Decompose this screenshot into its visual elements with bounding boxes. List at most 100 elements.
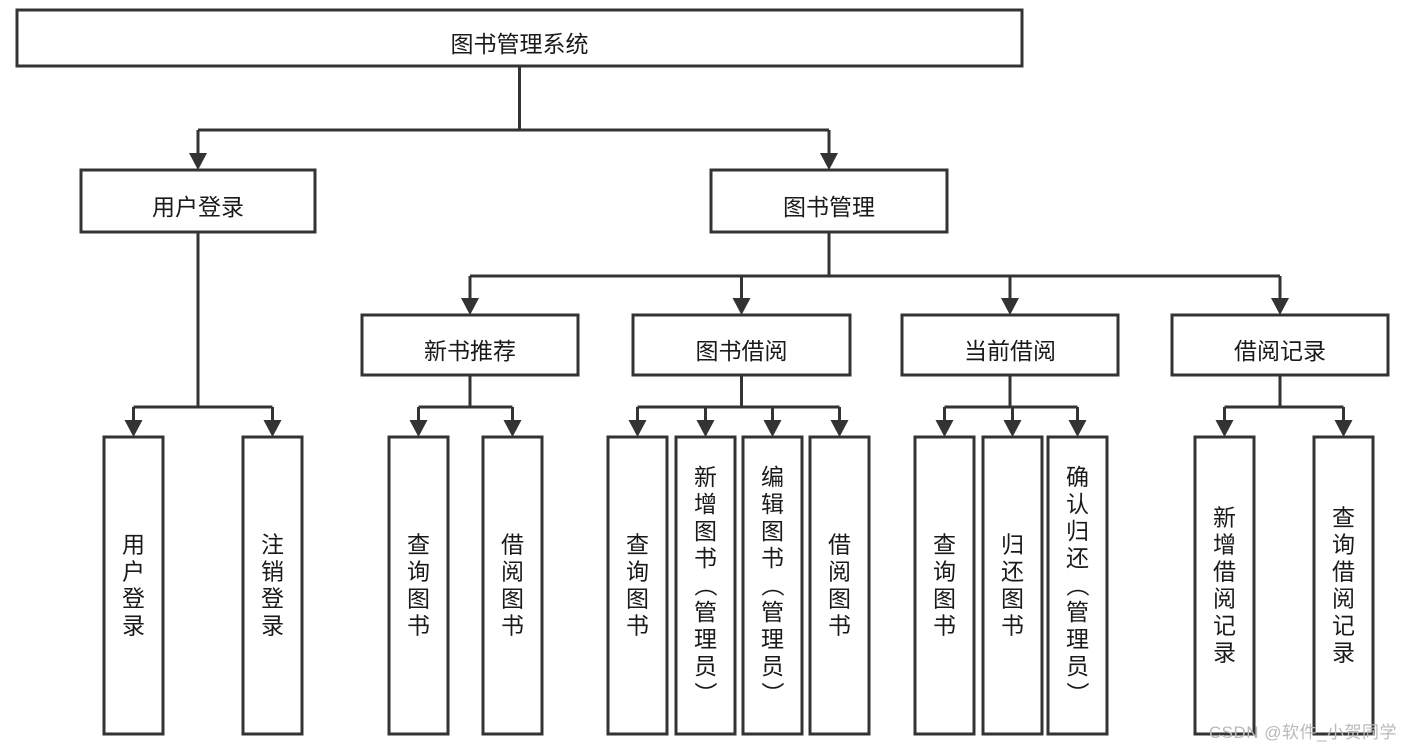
node-leaf-query-book-3-box[interactable] bbox=[913, 435, 976, 736]
node-new-book-recommend-box[interactable] bbox=[360, 313, 580, 377]
node-leaf-query-book-1-box[interactable] bbox=[387, 435, 450, 736]
node-leaf-borrow-book-2-label-char: 借 bbox=[828, 532, 851, 558]
node-layer: 图书管理系统用户登录图书管理新书推荐图书借阅当前借阅借阅记录用户登录注销登录查询… bbox=[15, 8, 1390, 736]
node-leaf-add-record-label-char: 新 bbox=[1213, 505, 1236, 531]
node-user-login-label: 用户登录 bbox=[152, 194, 244, 220]
node-leaf-add-book-label-char: 书 bbox=[694, 545, 717, 571]
node-leaf-query-book-2-label-char: 查 bbox=[626, 532, 649, 558]
node-leaf-logout-label-char: 登 bbox=[261, 586, 284, 612]
node-leaf-borrow-book-1-label-char: 书 bbox=[501, 613, 524, 639]
node-leaf-query-book-2-label-char: 图 bbox=[626, 586, 649, 612]
node-book-borrow-box[interactable] bbox=[631, 313, 852, 377]
edge-book-management-arrowhead-3 bbox=[1271, 298, 1289, 315]
node-leaf-user-login-box[interactable] bbox=[102, 435, 165, 736]
node-leaf-query-book-3-label-char: 图 bbox=[933, 586, 956, 612]
node-book-borrow[interactable]: 图书借阅 bbox=[631, 313, 852, 377]
edge-borrow-record-arrowhead-1 bbox=[1334, 420, 1353, 437]
edge-book-borrow-arrowhead-1 bbox=[696, 420, 715, 437]
node-borrow-record-box[interactable] bbox=[1170, 313, 1390, 377]
node-current-borrow-label: 当前借阅 bbox=[964, 338, 1056, 364]
node-leaf-edit-book-label-char: ） bbox=[760, 682, 786, 705]
node-root-box[interactable] bbox=[15, 8, 1024, 68]
node-book-management-box[interactable] bbox=[709, 168, 949, 234]
edge-user-login-arrowhead-0 bbox=[124, 420, 143, 437]
edge-root-arrowhead-0 bbox=[189, 153, 207, 170]
node-leaf-add-record-box[interactable] bbox=[1193, 435, 1256, 736]
node-leaf-borrow-book-1-box[interactable] bbox=[481, 435, 544, 736]
node-leaf-confirm-return-box[interactable] bbox=[1046, 435, 1109, 736]
node-user-login-box[interactable] bbox=[79, 168, 317, 234]
node-current-borrow[interactable]: 当前借阅 bbox=[900, 313, 1120, 377]
node-leaf-user-login[interactable]: 用户登录 bbox=[102, 435, 165, 736]
edge-book-borrow-arrowhead-2 bbox=[763, 420, 782, 437]
node-root[interactable]: 图书管理系统 bbox=[15, 8, 1024, 68]
node-leaf-edit-book-label-char: 管 bbox=[761, 599, 784, 625]
node-leaf-borrow-book-2-box[interactable] bbox=[808, 435, 871, 736]
edge-current-borrow-arrowhead-0 bbox=[935, 420, 954, 437]
node-leaf-logout-box[interactable] bbox=[241, 435, 304, 736]
node-new-book-recommend-label: 新书推荐 bbox=[424, 338, 516, 364]
node-leaf-user-login-label-char: 录 bbox=[122, 613, 145, 639]
node-user-login[interactable]: 用户登录 bbox=[79, 168, 317, 234]
node-leaf-confirm-return-label-char: 员 bbox=[1066, 653, 1089, 679]
node-leaf-add-record-label-char: 增 bbox=[1213, 532, 1236, 558]
node-borrow-record[interactable]: 借阅记录 bbox=[1170, 313, 1390, 377]
node-leaf-add-book-label-char: （ bbox=[693, 574, 719, 597]
node-leaf-add-book-label-char: 理 bbox=[694, 626, 717, 652]
edge-user-login-arrowhead-1 bbox=[263, 420, 282, 437]
node-leaf-add-record-label-char: 借 bbox=[1213, 559, 1236, 585]
node-leaf-query-book-3-label-char: 询 bbox=[933, 559, 956, 585]
node-book-management-label: 图书管理 bbox=[783, 194, 875, 220]
node-leaf-return-book-box[interactable] bbox=[981, 435, 1044, 736]
edge-current-borrow-arrowhead-2 bbox=[1068, 420, 1087, 437]
node-leaf-add-record-label-char: 录 bbox=[1213, 640, 1236, 666]
node-leaf-add-book-label-char: ） bbox=[693, 682, 719, 705]
node-leaf-user-login-label-char: 用 bbox=[122, 532, 145, 558]
node-leaf-return-book-label-char: 书 bbox=[1001, 613, 1024, 639]
node-leaf-confirm-return-label-char: 确 bbox=[1066, 464, 1089, 490]
node-leaf-confirm-return-label-char: ） bbox=[1065, 682, 1091, 705]
node-leaf-query-record-label-char: 记 bbox=[1332, 613, 1355, 639]
node-leaf-edit-book-label-char: 理 bbox=[761, 626, 784, 652]
edge-book-management-arrowhead-2 bbox=[1001, 298, 1019, 315]
node-leaf-query-record-label-char: 阅 bbox=[1332, 586, 1355, 612]
node-leaf-add-book-label-char: 管 bbox=[694, 599, 717, 625]
node-leaf-query-book-1-label-char: 图 bbox=[407, 586, 430, 612]
node-leaf-query-book-2-label-char: 书 bbox=[626, 613, 649, 639]
node-leaf-confirm-return-label-char: （ bbox=[1065, 574, 1091, 597]
node-leaf-edit-book-label-char: （ bbox=[760, 574, 786, 597]
node-leaf-query-record-label-char: 借 bbox=[1332, 559, 1355, 585]
node-leaf-query-book-2-box[interactable] bbox=[606, 435, 669, 736]
node-leaf-return-book-label-char: 归 bbox=[1001, 532, 1024, 558]
node-leaf-edit-book-box[interactable] bbox=[741, 435, 804, 736]
node-leaf-add-book-label-char: 图 bbox=[694, 518, 717, 544]
node-leaf-query-book-3-label-char: 查 bbox=[933, 532, 956, 558]
node-current-borrow-box[interactable] bbox=[900, 313, 1120, 377]
node-leaf-user-login-label-char: 登 bbox=[122, 586, 145, 612]
node-root-label: 图书管理系统 bbox=[451, 31, 589, 57]
node-leaf-query-record-box[interactable] bbox=[1312, 435, 1375, 736]
node-leaf-confirm-return-label-char: 认 bbox=[1066, 491, 1089, 517]
node-leaf-add-book-box[interactable] bbox=[674, 435, 737, 736]
node-book-management[interactable]: 图书管理 bbox=[709, 168, 949, 234]
node-leaf-logout-label-char: 销 bbox=[261, 559, 284, 585]
node-leaf-borrow-book-1-label-char: 图 bbox=[501, 586, 524, 612]
node-leaf-query-book-1-label-char: 询 bbox=[407, 559, 430, 585]
node-leaf-confirm-return-label-char: 管 bbox=[1066, 599, 1089, 625]
node-new-book-recommend[interactable]: 新书推荐 bbox=[360, 313, 580, 377]
edge-current-borrow-arrowhead-1 bbox=[1003, 420, 1022, 437]
